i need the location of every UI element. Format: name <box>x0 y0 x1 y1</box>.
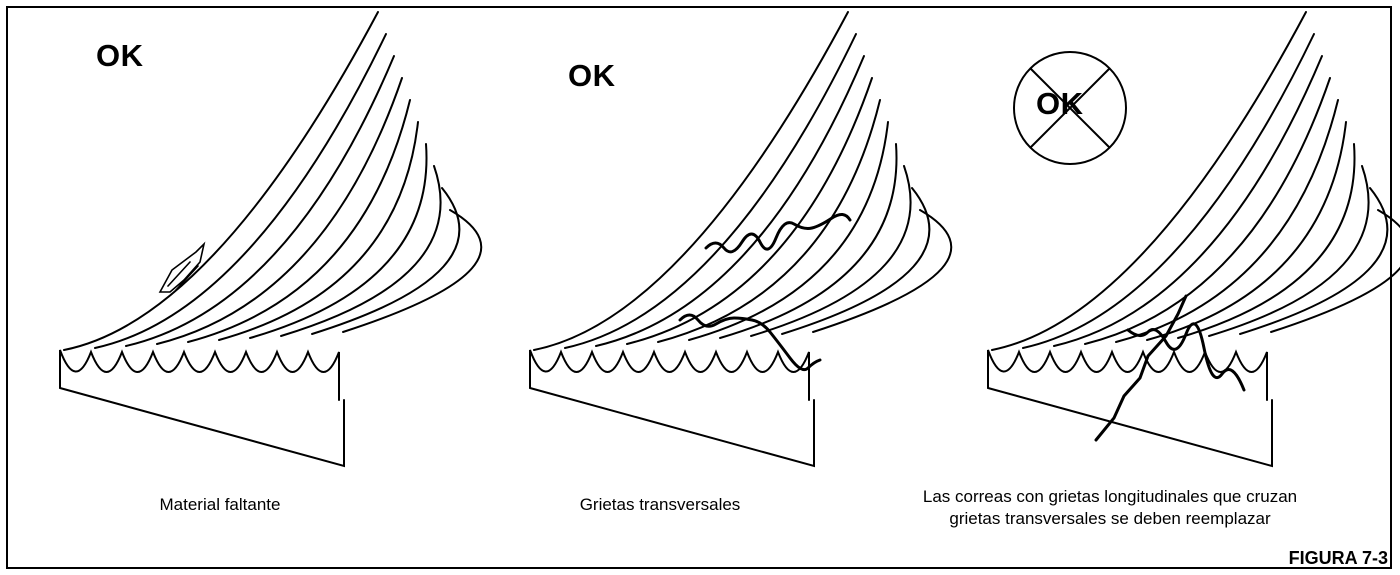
belt-rib-line <box>626 77 873 345</box>
crossed-circle-icon <box>1013 51 1127 165</box>
transverse-crack-lower <box>678 313 822 372</box>
belt-rib-line <box>1115 99 1339 343</box>
caption-1: Material faltante <box>159 495 281 514</box>
transverse-crack-upper <box>704 213 852 254</box>
belt-rib-line <box>1053 55 1323 347</box>
belt-rib-line <box>688 121 889 341</box>
ok-label-1: OK <box>96 38 144 73</box>
belt-rib-line <box>218 121 419 341</box>
belt-rib-line <box>812 209 953 333</box>
caption-3: Las correas con grietas longitudinales q… <box>860 486 1360 530</box>
caption-2: Grietas transversales <box>579 495 741 514</box>
belt-rib-profile <box>59 349 340 401</box>
longitudinal-crack <box>1094 294 1188 442</box>
belt-rib-line <box>564 33 857 349</box>
belt-rib-line <box>1177 143 1356 339</box>
belt-rib-line <box>63 11 379 351</box>
belt-rib-line <box>311 187 461 335</box>
belt-rib-line <box>249 143 428 339</box>
belt-rib-line <box>1270 209 1400 333</box>
belt-rib-line <box>1239 187 1389 335</box>
missing-material-mark <box>158 241 206 293</box>
belt-rib-line <box>657 99 881 343</box>
belt-rib-line <box>125 55 395 347</box>
belt-rib-line <box>156 77 403 345</box>
ok-label-2: OK <box>568 58 616 93</box>
figure-label: FIGURA 7-3 <box>1288 548 1388 568</box>
belt-rib-line <box>1208 165 1370 337</box>
caption-3-line-2: grietas transversales se deben reemplaza… <box>949 509 1271 528</box>
belt-rib-line <box>719 143 898 339</box>
belt-rib-profile <box>529 349 810 401</box>
belt-rib-line <box>1146 121 1347 341</box>
caption-3-line-1: Las correas con grietas longitudinales q… <box>922 487 1298 506</box>
belt-base-edge <box>59 387 345 468</box>
belt-rib-line <box>781 187 931 335</box>
figure-frame <box>6 6 1392 569</box>
belt-rib-line <box>533 11 849 351</box>
belt-rib-line <box>750 165 912 337</box>
belt-rib-line <box>280 165 442 337</box>
belt-rib-line <box>187 99 411 343</box>
belt-base-edge <box>529 387 815 468</box>
not-ok-symbol: OK <box>1012 50 1128 166</box>
belt-base-edge <box>987 387 1273 468</box>
belt-rib-line <box>595 55 865 347</box>
ok-label-3: OK <box>1036 86 1084 121</box>
belt-rib-line <box>342 209 483 333</box>
transverse-crack <box>1126 322 1246 392</box>
belt-rib-line <box>94 33 387 349</box>
belt-rib-line <box>991 11 1307 351</box>
belt-rib-line <box>1022 33 1315 349</box>
